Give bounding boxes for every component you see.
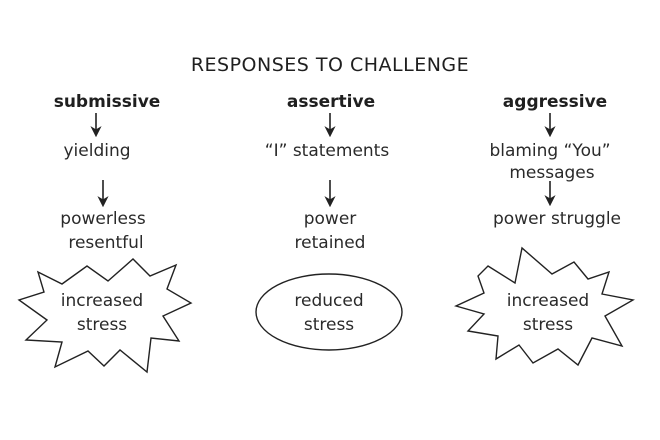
step2-submissive-line2: resentful [68,233,144,253]
heading-assertive: assertive [286,92,376,112]
step2-aggressive: power struggle [493,209,621,229]
outcome-assertive-line1: reduced [294,291,364,311]
outcome-submissive-line2: stress [76,315,128,335]
outcome-submissive-line1: increased [60,291,144,311]
outcome-assertive-line2: stress [303,315,355,335]
step1-aggressive-line2: messages [509,163,595,183]
step2-assertive-line1: power [303,209,357,229]
starburst-shape-submissive [17,258,193,374]
starburst-shape-aggressive [454,246,635,367]
step2-submissive-line1: powerless [60,209,146,229]
step2-assertive-line2: retained [294,233,366,253]
diagram-title: RESPONSES TO CHALLENGE [190,54,470,76]
step1-assertive: “I” statements [264,141,390,161]
outcome-aggressive-line2: stress [522,315,574,335]
heading-submissive: submissive [53,92,161,112]
ellipse-shape-assertive [255,273,403,351]
step1-aggressive-line1: blaming “You” [489,141,611,161]
heading-aggressive: aggressive [502,92,608,112]
outcome-aggressive-line1: increased [506,291,590,311]
step1-submissive: yielding [63,141,131,161]
